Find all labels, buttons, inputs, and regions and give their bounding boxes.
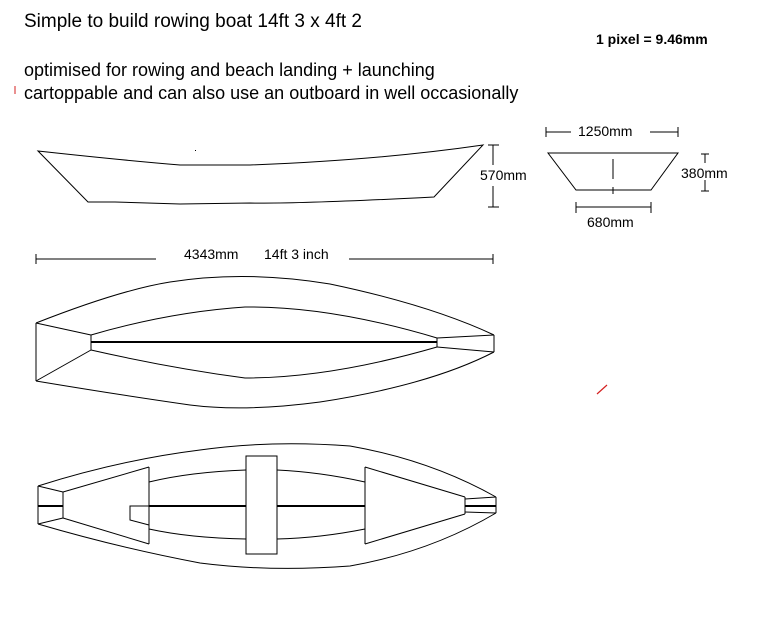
plan-view-length-dimension xyxy=(35,254,494,264)
layout-view-stern-compartment xyxy=(364,466,497,545)
side-view-hull xyxy=(36,144,485,205)
layout-view-centre-thwart xyxy=(245,455,278,555)
cross-section-depth-dimension xyxy=(701,153,709,192)
cross-section-bottom-dimension xyxy=(575,202,652,213)
stray-red-mark xyxy=(596,384,608,395)
scale-note: 1 pixel = 9.46mm xyxy=(596,31,708,47)
plan-view-inner-hull xyxy=(35,306,495,382)
plan-view-length-mm-label: 4343mm xyxy=(184,246,239,262)
side-view-height-label: 570mm xyxy=(480,167,527,183)
layout-view-outboard-well xyxy=(129,505,150,526)
cross-section-depth-label: 380mm xyxy=(681,165,728,181)
description-line-2: cartoppable and can also use an outboard… xyxy=(24,83,519,103)
cross-section-top-width-label: 1250mm xyxy=(578,123,633,139)
cross-section-profile xyxy=(546,152,679,194)
cross-section-top-dimension xyxy=(545,127,679,137)
page-title: Simple to build rowing boat 14ft 3 x 4ft… xyxy=(24,11,362,32)
cross-section-bottom-width-label: 680mm xyxy=(587,214,634,230)
description-line-1: optimised for rowing and beach landing +… xyxy=(24,60,435,80)
layout-view-hull-outline xyxy=(37,443,497,569)
plan-view-length-imperial-label: 14ft 3 inch xyxy=(264,246,329,262)
side-view-height-dimension xyxy=(488,144,499,208)
layout-view-inner-lines xyxy=(148,469,366,540)
plan-view-hull-outline xyxy=(35,275,495,409)
